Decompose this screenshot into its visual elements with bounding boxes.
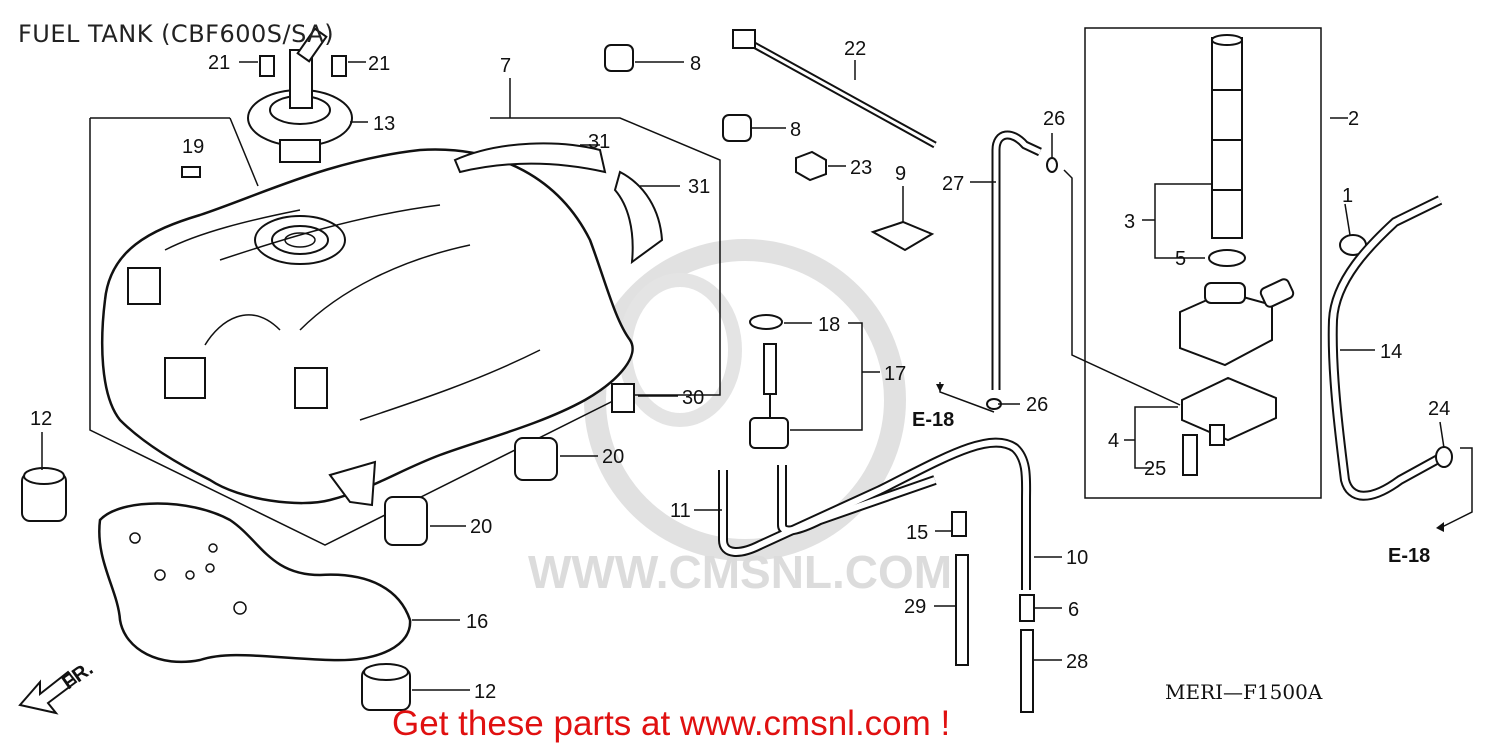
fuel-valve-body [1179, 278, 1295, 367]
callout-7: 7 [500, 55, 511, 77]
callout-numbers: 1 2 3 4 5 6 7 8 8 9 10 11 12 12 13 14 15… [30, 38, 1450, 703]
cta-link[interactable]: Get these parts at www.cmsnl.com ! [392, 704, 951, 743]
front-arrow-icon: FR. [18, 658, 97, 715]
callout-20b: 20 [470, 516, 492, 538]
part-17-sender [749, 343, 789, 449]
part-28-tube [1020, 629, 1034, 713]
part-18-o-ring [749, 314, 783, 330]
part-5-o-ring [1208, 249, 1246, 267]
part-20-grommets [384, 437, 558, 546]
part-8-collars [604, 44, 752, 142]
part-19-clip [181, 166, 201, 178]
callout-12b: 12 [474, 681, 496, 703]
callout-18: 18 [818, 314, 840, 336]
callout-25: 25 [1144, 458, 1166, 480]
e18-arrows [936, 384, 1444, 532]
part-6-joint [1019, 594, 1035, 622]
callout-31a: 31 [588, 131, 610, 153]
callout-8a: 8 [690, 53, 701, 75]
callout-3: 3 [1124, 211, 1135, 233]
fuel-tank [100, 148, 634, 507]
callout-9: 9 [895, 163, 906, 185]
part-2-group-frame [1084, 27, 1322, 499]
part-27-tube [991, 130, 1042, 390]
callout-31b: 31 [688, 176, 710, 198]
part-22-long-bolt [732, 29, 937, 149]
callout-4: 4 [1108, 430, 1119, 452]
part-23-nut [795, 150, 827, 182]
part-29-tube [955, 554, 969, 666]
callout-5: 5 [1175, 248, 1186, 270]
callout-19: 19 [182, 136, 204, 158]
callout-13: 13 [373, 113, 395, 135]
callout-11: 11 [670, 500, 691, 522]
part-4-valve-plate [1181, 376, 1277, 446]
part-25-screw [1182, 434, 1198, 476]
callout-6: 6 [1068, 599, 1079, 621]
callout-12a: 12 [30, 408, 52, 430]
callout-22: 22 [844, 38, 866, 60]
part-16-holes [129, 532, 247, 615]
part-16-shield [98, 502, 412, 664]
part-13-fuel-cap [247, 27, 353, 163]
leader-lines [41, 60, 1473, 691]
part-31-strips [453, 142, 664, 265]
callout-10: 10 [1066, 547, 1088, 569]
callout-14: 14 [1380, 341, 1402, 363]
callout-29: 29 [904, 596, 926, 618]
part-21-bolts [259, 55, 347, 77]
diagram-title: FUEL TANK (CBF600S/SA) [18, 20, 335, 48]
callout-23: 23 [850, 157, 872, 179]
callout-20a: 20 [602, 446, 624, 468]
part-24-clamp [1435, 446, 1453, 468]
callout-15: 15 [906, 522, 928, 544]
part-3-strainer [1211, 34, 1243, 239]
callout-8b: 8 [790, 119, 801, 141]
callout-21b: 21 [368, 53, 390, 75]
callout-30: 30 [682, 387, 704, 409]
callout-28: 28 [1066, 651, 1088, 673]
callout-2: 2 [1348, 108, 1359, 130]
callout-1: 1 [1342, 185, 1353, 207]
callout-26a: 26 [1043, 108, 1065, 130]
diagram-code: MERI—F1500A [1165, 680, 1323, 704]
callout-17: 17 [884, 363, 906, 385]
callout-24: 24 [1428, 398, 1450, 420]
callout-21a: 21 [208, 52, 230, 74]
part-15-fitting [951, 511, 967, 537]
ref-e18-left: E-18 [912, 409, 954, 431]
callout-16: 16 [466, 611, 488, 633]
part-9-pad [870, 220, 935, 252]
part-12-dampers [21, 467, 411, 711]
ref-e18-right: E-18 [1388, 545, 1430, 567]
tank-group-frame [89, 117, 721, 546]
part-30-clip [611, 383, 635, 413]
callout-27: 27 [942, 173, 964, 195]
callout-26b: 26 [1026, 394, 1048, 416]
